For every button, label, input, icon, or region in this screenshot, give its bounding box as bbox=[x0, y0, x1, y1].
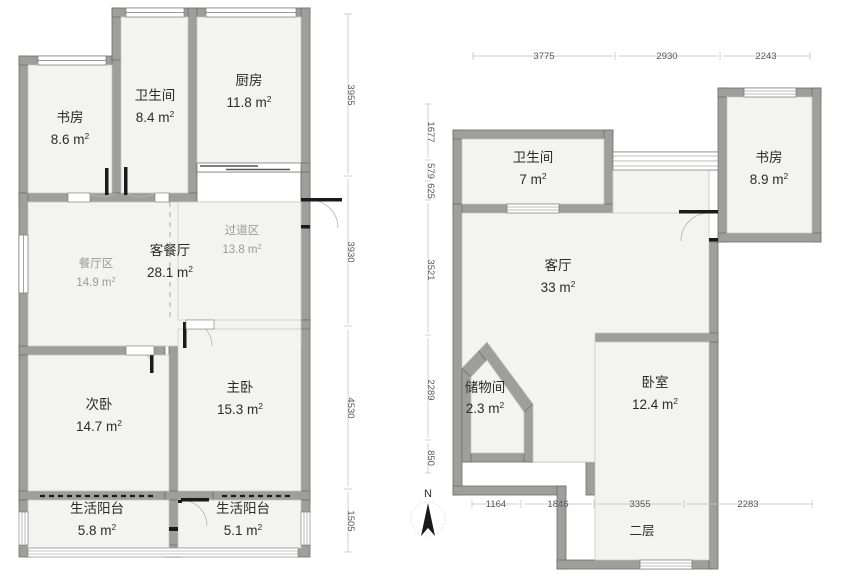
room-name-balcony1: 生活阳台 bbox=[70, 501, 124, 516]
room-area-corridor: 13.8 m2 bbox=[222, 242, 261, 256]
room-fill-study2 bbox=[726, 96, 813, 234]
room-name-dinearea: 餐厅区 bbox=[79, 256, 114, 270]
svg-text:3930: 3930 bbox=[345, 241, 356, 262]
svg-text:2289: 2289 bbox=[425, 379, 436, 400]
floor2-caption: 二层 bbox=[629, 524, 654, 538]
floor1-windows bbox=[18, 7, 311, 558]
floor1-dimensions-right bbox=[344, 13, 352, 553]
room-name-bedroom3: 卧室 bbox=[642, 374, 669, 390]
room-area-balcony2: 5.1 m2 bbox=[224, 522, 263, 538]
svg-text:2283: 2283 bbox=[737, 499, 758, 510]
room-name-living2: 客厅 bbox=[545, 257, 572, 273]
svg-text:4530: 4530 bbox=[345, 397, 356, 418]
room-area-study1: 8.6 m2 bbox=[51, 131, 90, 147]
room-area-bathroom2: 7 m2 bbox=[519, 171, 547, 187]
floor2-windows bbox=[506, 87, 797, 570]
svg-text:3955: 3955 bbox=[345, 84, 356, 105]
svg-text:1677: 1677 bbox=[425, 121, 436, 142]
room-area-study2: 8.9 m2 bbox=[750, 171, 789, 187]
svg-text:579: 579 bbox=[425, 163, 436, 179]
svg-text:2243: 2243 bbox=[755, 51, 776, 62]
room-name-storage2: 储物间 bbox=[465, 380, 506, 395]
room-area-dinearea: 14.9 m2 bbox=[76, 275, 115, 289]
room-area-living2: 33 m2 bbox=[541, 279, 576, 295]
room-name-study1: 书房 bbox=[57, 110, 84, 125]
room-fill-study1 bbox=[27, 64, 113, 194]
floor1-room-fills bbox=[27, 16, 302, 549]
floor2-room-labels: 卫生间 7 m2 书房 8.9 m2 客厅 33 m2 储物间 2.3 m2 卧… bbox=[465, 150, 789, 416]
room-fill-bedroom3 bbox=[594, 341, 710, 561]
room-area-bathroom1: 8.4 m2 bbox=[136, 109, 175, 125]
floor2-dimension-left-labels: 1677 579 625 3521 2289 850 bbox=[425, 121, 436, 466]
svg-text:850: 850 bbox=[425, 450, 436, 466]
svg-text:2930: 2930 bbox=[656, 51, 677, 62]
room-name-corridor: 过道区 bbox=[225, 223, 260, 237]
floor2-doors bbox=[679, 210, 718, 242]
room-area-master1: 15.3 m2 bbox=[217, 401, 263, 417]
room-name-bathroom1: 卫生间 bbox=[135, 88, 176, 103]
north-letter: N bbox=[424, 488, 432, 500]
floor2-dimensions-bottom bbox=[471, 500, 813, 508]
room-fill-master1 bbox=[177, 328, 302, 492]
svg-text:3355: 3355 bbox=[629, 499, 650, 510]
svg-text:625: 625 bbox=[425, 183, 436, 199]
room-area-balcony1: 5.8 m2 bbox=[78, 522, 117, 538]
room-name-kitchen1: 厨房 bbox=[236, 73, 263, 88]
floor2-dimension-top-labels: 3775 2930 2243 bbox=[533, 51, 776, 62]
svg-text:3775: 3775 bbox=[533, 51, 554, 62]
room-name-bedroom2: 次卧 bbox=[86, 397, 113, 412]
room-fill-bathroom1 bbox=[120, 16, 189, 194]
floor2-dimension-bottom-labels: 1164 1846 3355 2283 bbox=[486, 499, 759, 510]
room-name-balcony2: 生活阳台 bbox=[216, 501, 270, 516]
north-arrow-icon: N bbox=[410, 488, 446, 537]
room-name-study2: 书房 bbox=[756, 150, 783, 165]
room-fill-bathroom2 bbox=[461, 138, 605, 205]
room-area-livingdine: 28.1 m2 bbox=[147, 264, 193, 280]
room-fill-kitchen1 bbox=[196, 16, 302, 164]
room-name-livingdine: 客餐厅 bbox=[150, 242, 191, 258]
room-area-storage2: 2.3 m2 bbox=[466, 400, 505, 416]
svg-text:1164: 1164 bbox=[486, 499, 506, 510]
room-fill-storage2 bbox=[470, 359, 525, 454]
floor1-room-labels: 书房 8.6 m2 卫生间 8.4 m2 厨房 11.8 m2 客餐厅 28.1… bbox=[51, 73, 272, 538]
floor2-dimensions-top bbox=[472, 52, 811, 60]
room-area-bedroom3: 12.4 m2 bbox=[632, 396, 678, 412]
room-area-bedroom2: 14.7 m2 bbox=[76, 418, 122, 434]
floor2-dimensions-left bbox=[425, 103, 431, 474]
room-name-bathroom2: 卫生间 bbox=[513, 150, 554, 165]
floor1-doors bbox=[67, 167, 342, 531]
room-fill-balcony1 bbox=[27, 499, 170, 549]
room-name-master1: 主卧 bbox=[227, 380, 254, 395]
svg-text:3521: 3521 bbox=[425, 259, 436, 280]
floor2-room-fills bbox=[461, 96, 813, 561]
room-fill-corridor-ext bbox=[177, 201, 302, 321]
floor1-dimension-labels: 3955 3930 4530 1505 bbox=[345, 84, 356, 531]
svg-text:1846: 1846 bbox=[547, 499, 568, 510]
room-fill-bedroom2 bbox=[27, 354, 170, 492]
room-area-kitchen1: 11.8 m2 bbox=[226, 94, 271, 110]
room-fill-balcony2 bbox=[177, 499, 302, 549]
svg-text:1505: 1505 bbox=[345, 510, 356, 531]
